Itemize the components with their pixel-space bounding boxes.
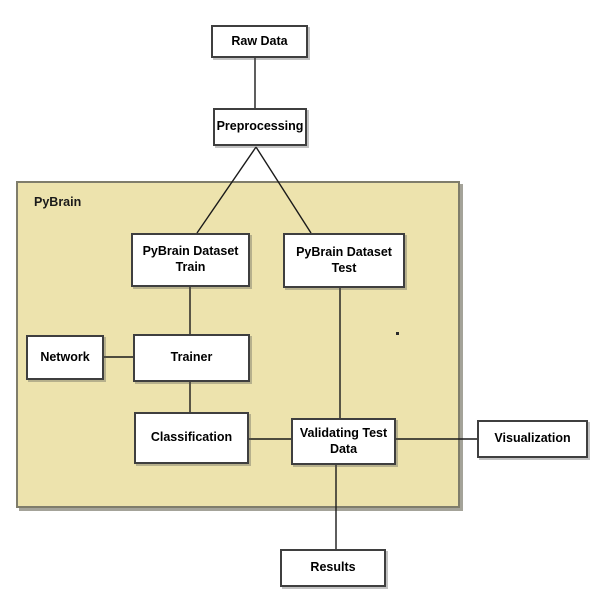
node-trainer: Trainer — [133, 334, 250, 382]
node-classification-label: Classification — [150, 430, 233, 445]
node-trainer-label: Trainer — [170, 350, 213, 365]
node-validating-test-data-label: Validating Test Data — [299, 425, 388, 456]
node-raw-data-label: Raw Data — [231, 33, 288, 48]
pybrain-container-label: PyBrain — [34, 195, 82, 209]
node-pybrain-dataset-test-label: PyBrain Dataset Test — [296, 244, 392, 275]
node-pybrain-dataset-train-label: PyBrain Dataset Train — [142, 244, 239, 274]
node-network: Network — [26, 335, 104, 380]
node-validating-test-data: Validating Test Data — [291, 418, 396, 465]
node-preprocessing: Preprocessing — [213, 108, 307, 146]
node-preprocessing-label: Preprocessing — [216, 119, 304, 134]
stray-dot — [396, 332, 399, 335]
node-raw-data: Raw Data — [211, 25, 308, 58]
node-pybrain-dataset-train: PyBrain Dataset Train — [131, 233, 250, 287]
node-pybrain-dataset-test: PyBrain Dataset Test — [283, 233, 405, 288]
node-visualization: Visualization — [477, 420, 588, 458]
node-results-label: Results — [310, 560, 356, 575]
node-visualization-label: Visualization — [494, 431, 571, 446]
node-results: Results — [280, 549, 386, 587]
node-classification: Classification — [134, 412, 249, 464]
node-network-label: Network — [40, 349, 90, 364]
